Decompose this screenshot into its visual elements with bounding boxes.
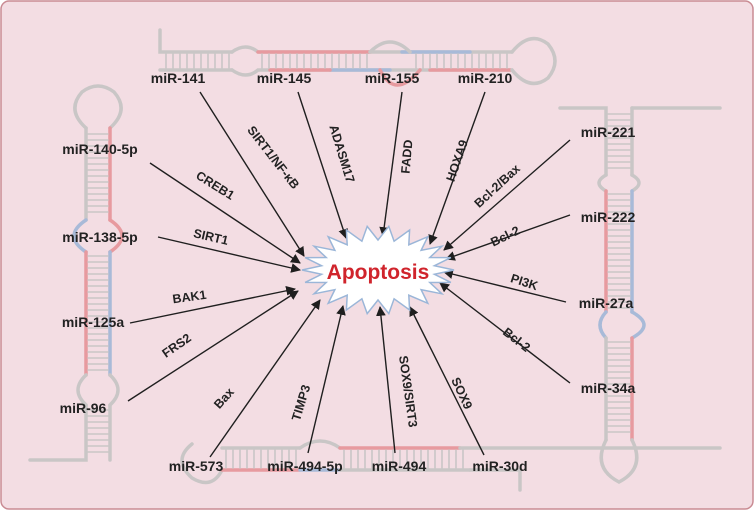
mirna-label-mir-573: miR-573 [169,458,224,474]
right-hairpin-rungs [607,113,631,433]
apoptosis-node: Apoptosis [301,224,455,316]
arrow-mir-30d [409,306,485,456]
mirna-labels: miR-141 miR-145 miR-155 miR-210 miR-140-… [60,70,636,474]
apoptosis-label: Apoptosis [327,261,430,284]
arrow-mir-141 [199,91,305,257]
arrow-mir-573 [209,299,321,458]
top-hairpin-rungs [165,53,508,69]
mirna-label-mir-155: miR-155 [365,70,420,86]
arrow-mir-494 [376,306,396,454]
left-hairpin [28,84,124,462]
mirna-label-mir-494: miR-494 [372,458,427,474]
arrow-mir-34a [439,282,571,384]
arrow-mir-125a [129,285,296,324]
mirna-label-mir-141: miR-141 [151,70,206,86]
target-label-fadd: FADD [399,139,416,174]
apoptosis-burst-shape [301,224,455,316]
arrow-mir-145 [297,91,348,239]
arrow-mir-221 [443,139,571,251]
right-hairpin [558,106,722,484]
rna-hairpin-decorations [28,28,722,492]
mirna-label-mir-494-5p: miR-494-5p [267,458,342,474]
top-hairpin [158,28,557,87]
left-hairpin-rungs [87,133,109,453]
arrow-mir-140-5p [149,162,301,264]
mirna-label-mir-27a: miR-27a [579,295,634,311]
mirna-label-mir-34a: miR-34a [581,380,636,396]
interaction-arrows [127,91,571,458]
arrow-mir-155 [379,91,403,237]
mirna-label-mir-145: miR-145 [257,70,312,86]
arrow-mir-222 [445,214,571,261]
arrow-mir-27a [443,269,567,303]
mirna-label-mir-30d: miR-30d [472,458,527,474]
arrow-mir-96 [127,290,299,402]
mirna-label-mir-140-5p: miR-140-5p [62,141,137,157]
mirna-label-mir-96: miR-96 [60,400,107,416]
mirna-label-mir-222: miR-222 [581,209,636,225]
mirna-label-mir-221: miR-221 [581,124,636,140]
arrow-mir-138-5p [157,236,301,273]
target-label-bak1: BAK1 [172,288,208,307]
bottom-hairpin-rungs [225,449,464,469]
bottom-hairpin [180,439,722,492]
arrow-mir-210 [428,91,486,245]
mirna-label-mir-125a: miR-125a [62,314,124,330]
arrow-mir-494-5p [307,305,346,454]
mirna-label-mir-138-5p: miR-138-5p [62,229,137,245]
mirna-label-mir-210: miR-210 [458,70,513,86]
